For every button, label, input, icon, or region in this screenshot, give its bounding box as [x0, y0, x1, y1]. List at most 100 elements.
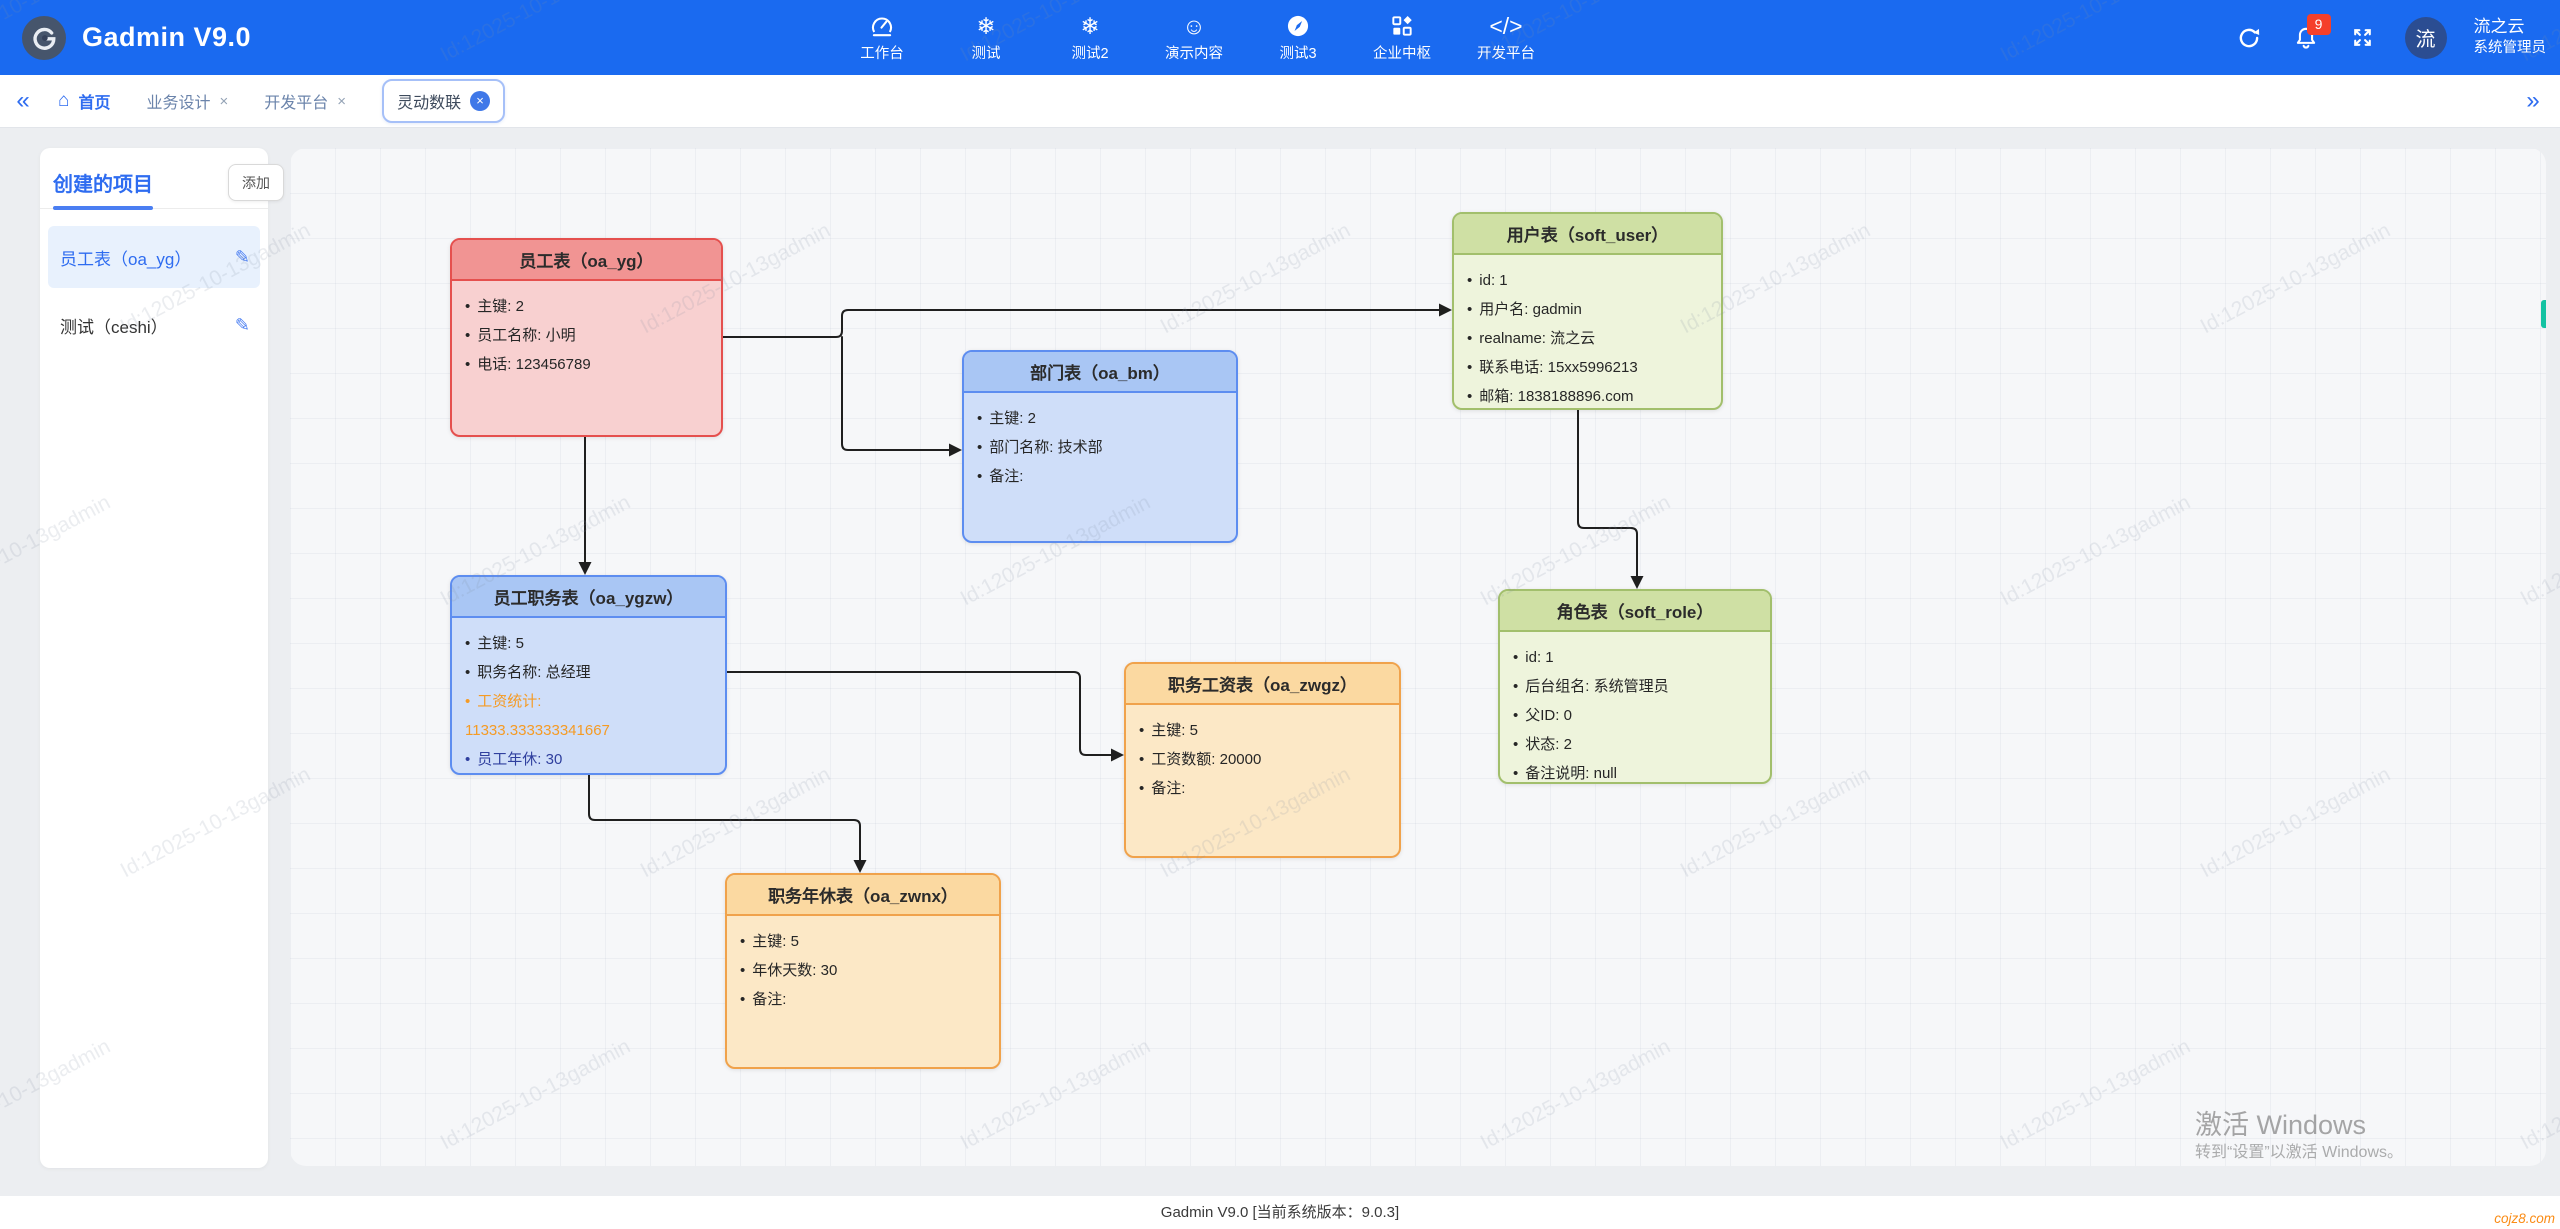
- diagram-canvas[interactable]: 激活 Windows 转到“设置”以激活 Windows。 员工表（oa_yg）…: [290, 148, 2546, 1166]
- table-node-soft_user[interactable]: 用户表（soft_user）•id: 1•用户名: gadmin•realnam…: [1452, 212, 1723, 410]
- table-fields: •主键: 5•工资数额: 20000•备注:: [1126, 705, 1399, 814]
- tab-home[interactable]: ⌂ 首页: [58, 89, 111, 113]
- table-field: •主键: 5: [740, 933, 799, 950]
- connector-soft_user-soft_role: [1577, 409, 1638, 578]
- nav-item-label: 测试2: [1071, 46, 1109, 62]
- sidebar-item-ceshi[interactable]: 测试（ceshi） ✎: [48, 294, 260, 356]
- connector-oa_yg-soft_user: [722, 309, 1441, 338]
- sidebar-title-underline: [53, 206, 153, 210]
- connector-arrowhead: [1111, 748, 1124, 762]
- home-icon: ⌂: [58, 90, 70, 111]
- edit-icon[interactable]: ✎: [234, 314, 250, 335]
- table-title: 员工表（oa_yg）: [452, 240, 721, 281]
- connector-oa_yg-oa_bm: [841, 336, 951, 451]
- nav-item-demo[interactable]: ☺演示内容: [1157, 0, 1231, 75]
- expand-tabs-icon[interactable]: »: [2526, 87, 2540, 114]
- table-node-oa_bm[interactable]: 部门表（oa_bm）•主键: 2•部门名称: 技术部•备注:: [962, 350, 1238, 543]
- top-nav: 工作台 ❄ 测试 ❄测试2 ☺演示内容测试3 企业中枢 </>开发平台: [845, 0, 1543, 75]
- table-field: •id: 1: [1513, 649, 1554, 666]
- snowflake-icon: ❄: [976, 13, 996, 39]
- nav-item-enterprise[interactable]: 企业中枢: [1365, 0, 1439, 75]
- tab-label: 开发平台: [264, 95, 329, 112]
- site-link[interactable]: cojz8.com: [2494, 1211, 2555, 1226]
- tab-bar: « ⌂首页业务设计×开发平台×灵动数联× »: [0, 75, 2560, 128]
- activate-windows-subtext: 转到“设置”以激活 Windows。: [2195, 1144, 2404, 1161]
- table-field: •年休天数: 30: [740, 962, 838, 979]
- collapse-tabs-icon[interactable]: «: [16, 87, 30, 114]
- connector-arrowhead: [1439, 303, 1452, 317]
- tab-lingdong[interactable]: 灵动数联×: [382, 79, 506, 123]
- table-field: •电话: 123456789: [465, 356, 591, 373]
- table-fields: •id: 1•后台组名: 系统管理员•父ID: 0•状态: 2•备注说明: nu…: [1500, 632, 1770, 799]
- notification-badge: 9: [2306, 13, 2331, 35]
- fullscreen-icon[interactable]: [2348, 23, 2378, 53]
- close-tab-icon[interactable]: ×: [470, 91, 491, 111]
- smiley-icon: ☺: [1182, 13, 1206, 39]
- connector-oa_ygzw-oa_zwnx: [588, 774, 861, 862]
- table-node-oa_zwnx[interactable]: 职务年休表（oa_zwnx）•主键: 5•年休天数: 30•备注:: [725, 873, 1001, 1069]
- table-node-oa_zwgz[interactable]: 职务工资表（oa_zwgz）•主键: 5•工资数额: 20000•备注:: [1124, 662, 1401, 858]
- tab-biz[interactable]: 业务设计 ×: [147, 89, 229, 113]
- app-logo[interactable]: [22, 15, 66, 60]
- tab-dev[interactable]: 开发平台 ×: [264, 89, 346, 113]
- sidebar-title: 创建的项目: [53, 174, 153, 196]
- version-text: Gadmin V9.0 [当前系统版本：9.0.3]: [1160, 1204, 1400, 1221]
- close-tab-icon[interactable]: ×: [219, 92, 229, 110]
- code-icon: </>: [1489, 13, 1523, 39]
- gadmin-logo-icon: [27, 21, 61, 54]
- blocks-icon: [1389, 12, 1415, 40]
- table-field: 11333.333333341667: [465, 722, 610, 739]
- tab-list: ⌂首页业务设计×开发平台×灵动数联×: [46, 75, 535, 127]
- table-field: •员工名称: 小明: [465, 327, 576, 344]
- table-field: •用户名: gadmin: [1467, 301, 1582, 318]
- nav-item-devplatform[interactable]: </>开发平台: [1469, 0, 1543, 75]
- app-title: Gadmin V9.0: [82, 22, 252, 52]
- table-fields: •id: 1•用户名: gadmin•realname: 流之云•联系电话: 1…: [1454, 255, 1721, 422]
- table-fields: •主键: 5•职务名称: 总经理•工资统计:11333.333333341667…: [452, 618, 725, 785]
- add-project-button[interactable]: 添加: [228, 164, 284, 201]
- nav-item-label: 工作台: [860, 46, 904, 62]
- table-title: 员工职务表（oa_ygzw）: [452, 577, 725, 618]
- sidebar-item-oa_yg[interactable]: 员工表（oa_yg）✎: [48, 226, 260, 288]
- sidebar-item-label: 测试（ceshi）: [60, 317, 168, 337]
- close-tab-icon[interactable]: ×: [337, 92, 347, 110]
- table-title: 职务工资表（oa_zwgz）: [1126, 664, 1399, 705]
- avatar[interactable]: 流: [2404, 16, 2447, 59]
- edit-icon[interactable]: ✎: [234, 246, 250, 267]
- table-field: •邮箱: 1838188896.com: [1467, 388, 1634, 405]
- refresh-icon[interactable]: [2234, 23, 2264, 53]
- nav-item-test2[interactable]: ❄测试2: [1053, 0, 1127, 75]
- table-fields: •主键: 5 •年休天数: 30 •备注:: [727, 916, 999, 1025]
- table-field: •工资统计:: [465, 693, 542, 710]
- user-role: 系统管理员: [2473, 40, 2547, 57]
- project-list: 员工表（oa_yg）✎ 测试（ceshi） ✎: [48, 226, 260, 362]
- tab-label: 业务设计: [146, 95, 211, 112]
- nav-item-workbench[interactable]: 工作台: [845, 0, 919, 75]
- connector-arrowhead: [1630, 576, 1644, 589]
- activate-windows-text: 激活 Windows: [2195, 1110, 2367, 1140]
- user-info[interactable]: 流之云 系统管理员: [2474, 16, 2547, 59]
- nav-item-label: 测试: [971, 46, 1001, 62]
- nav-item-label: 企业中枢: [1373, 46, 1431, 62]
- table-node-soft_role[interactable]: 角色表（soft_role）•id: 1•后台组名: 系统管理员•父ID: 0•…: [1498, 589, 1772, 784]
- tab-label: 首页: [78, 95, 111, 112]
- nav-item-test3[interactable]: 测试3: [1261, 0, 1335, 75]
- table-node-oa_yg[interactable]: 员工表（oa_yg） •主键: 2 •员工名称: 小明 •电话: 123456789: [450, 238, 723, 437]
- edge-indicator: [2541, 300, 2546, 328]
- project-sidebar: 创建的项目 添加 员工表（oa_yg）✎ 测试（ceshi） ✎: [40, 148, 284, 1168]
- table-field: •主键: 2: [465, 298, 524, 315]
- nav-item-test[interactable]: ❄ 测试: [949, 0, 1023, 75]
- table-field: •备注:: [740, 991, 787, 1008]
- table-node-oa_ygzw[interactable]: 员工职务表（oa_ygzw）•主键: 5•职务名称: 总经理•工资统计:1133…: [450, 575, 727, 775]
- compass-icon: [1285, 12, 1311, 40]
- connector-oa_ygzw-oa_zwgz: [726, 671, 1113, 756]
- table-field: •联系电话: 15xx5996213: [1467, 359, 1638, 376]
- notification-bell-icon[interactable]: 9: [2291, 13, 2331, 53]
- table-field: •父ID: 0: [1513, 707, 1572, 724]
- table-field: •部门名称: 技术部: [977, 439, 1103, 456]
- table-field: •主键: 2: [977, 410, 1036, 427]
- nav-item-label: 测试3: [1279, 46, 1317, 62]
- table-title: 角色表（soft_role）: [1500, 591, 1770, 632]
- table-title: 用户表（soft_user）: [1454, 214, 1721, 255]
- connector-arrowhead: [578, 562, 592, 575]
